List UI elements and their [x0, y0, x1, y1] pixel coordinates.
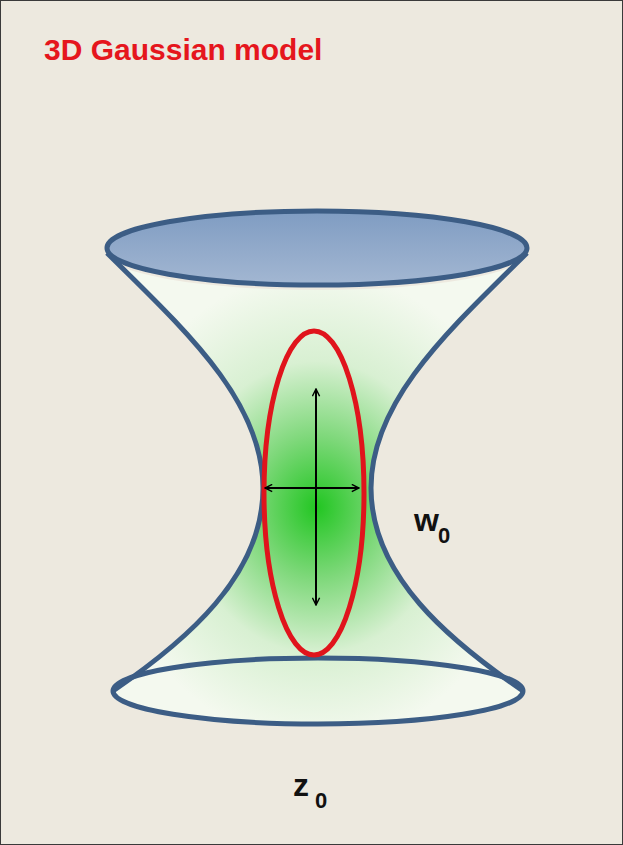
bottom-ellipse	[113, 658, 523, 724]
radial-arrow	[265, 487, 359, 489]
axial-arrow	[315, 389, 317, 605]
diagram-title: 3D Gaussian model	[44, 35, 322, 65]
subscript-index: 0	[438, 525, 450, 547]
hourglass-body	[107, 253, 527, 724]
waist-symbol: w	[414, 504, 439, 536]
gaussian-ellipsoid	[264, 331, 364, 655]
hourglass-outline	[107, 253, 527, 691]
top-ellipse	[107, 211, 527, 285]
range-symbol: z	[293, 769, 309, 801]
subscript-index: 0	[315, 790, 327, 812]
